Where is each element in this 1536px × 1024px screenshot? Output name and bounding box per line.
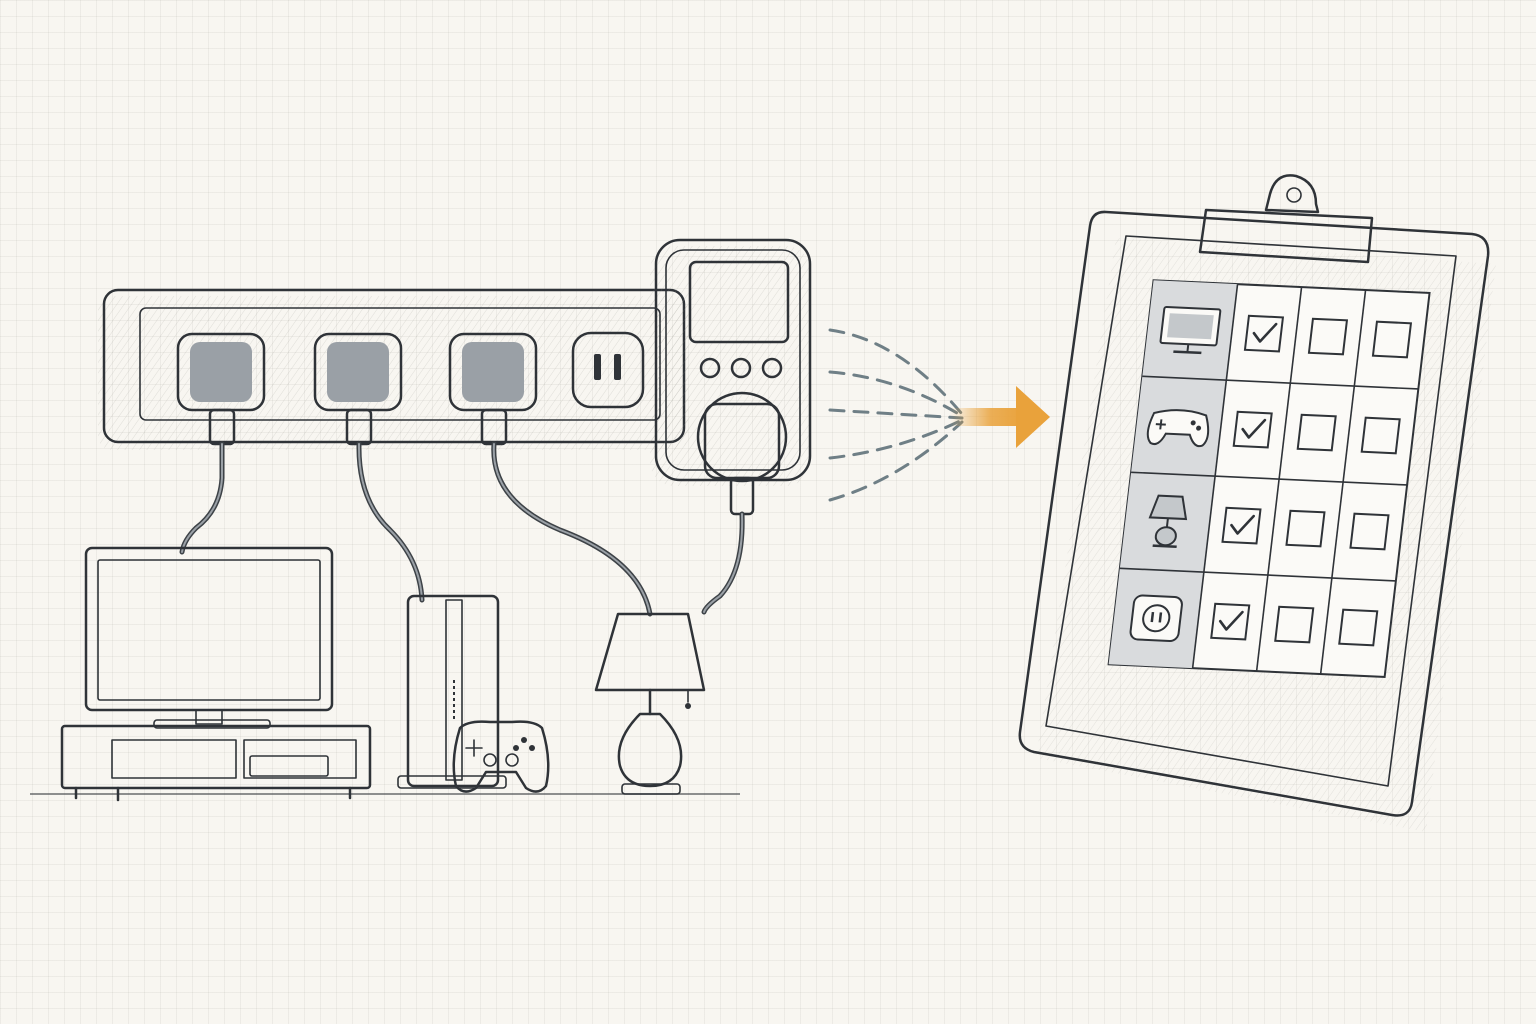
meter-button-1[interactable] bbox=[699, 357, 721, 379]
checkbox-empty[interactable] bbox=[1285, 509, 1326, 548]
meter-button-3[interactable] bbox=[761, 357, 783, 379]
clipboard-clip bbox=[1198, 174, 1374, 264]
checkbox-empty[interactable] bbox=[1371, 320, 1413, 359]
checkbox-empty[interactable] bbox=[1296, 413, 1337, 452]
game-console-tower bbox=[397, 594, 507, 789]
checkbox-checked[interactable] bbox=[1243, 314, 1285, 353]
power-meter bbox=[650, 238, 812, 486]
meter-socket-plug[interactable] bbox=[696, 391, 788, 516]
checkmark-icon bbox=[1230, 514, 1255, 535]
power-meter-display bbox=[688, 260, 790, 344]
checkbox-checked[interactable] bbox=[1232, 410, 1273, 449]
empty-outlet[interactable] bbox=[571, 331, 645, 409]
cords bbox=[179, 441, 745, 617]
tv-stand bbox=[60, 724, 372, 802]
arrow-icon bbox=[950, 386, 1050, 448]
tv-icon bbox=[1159, 306, 1222, 355]
lamp-icon bbox=[1148, 494, 1188, 549]
checkbox-empty[interactable] bbox=[1307, 317, 1349, 356]
checkbox-empty[interactable] bbox=[1349, 512, 1390, 551]
checkmark-icon bbox=[1252, 322, 1278, 343]
checkbox-empty[interactable] bbox=[1274, 605, 1315, 644]
game-controller bbox=[452, 720, 550, 793]
checkbox-checked[interactable] bbox=[1210, 602, 1251, 641]
meter-button-2[interactable] bbox=[730, 357, 752, 379]
checkmark-icon bbox=[1241, 418, 1267, 439]
checkbox-empty[interactable] bbox=[1360, 416, 1401, 455]
table-lamp bbox=[594, 612, 706, 795]
plug-lamp[interactable] bbox=[448, 332, 538, 446]
tv bbox=[84, 546, 334, 729]
checkmark-icon bbox=[1218, 610, 1244, 631]
checkbox-checked[interactable] bbox=[1221, 506, 1262, 545]
outlet-icon bbox=[1129, 594, 1183, 642]
checkbox-empty[interactable] bbox=[1338, 608, 1379, 647]
checklist-grid bbox=[1107, 279, 1431, 679]
gamepad-icon bbox=[1146, 409, 1210, 448]
signal-lines bbox=[828, 328, 964, 502]
